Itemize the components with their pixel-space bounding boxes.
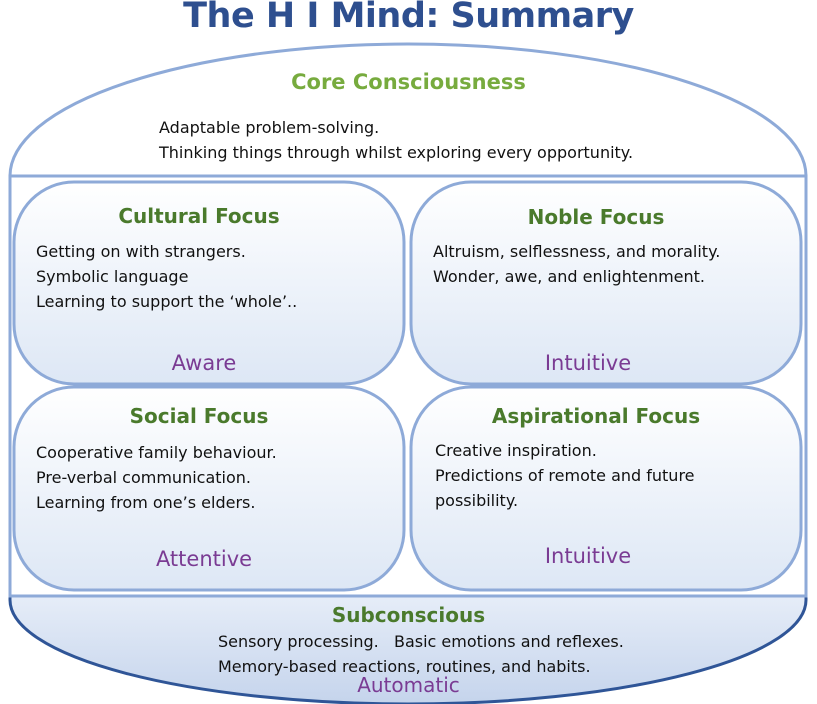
noble-focus-box xyxy=(409,180,803,386)
noble-line: Wonder, awe, and enlightenment. xyxy=(433,267,706,286)
aspirational-line: Predictions of remote and future xyxy=(435,466,695,485)
aspirational-line: Creative inspiration. xyxy=(435,441,597,460)
cultural-focus-heading: Cultural Focus xyxy=(118,204,280,228)
social-mode-label: Attentive xyxy=(155,547,253,571)
subconscious-text: Sensory processing. Basic emotions and r… xyxy=(218,629,624,679)
cultural-line: Learning to support the ‘whole’.. xyxy=(36,292,298,311)
aspirational-line: possibility. xyxy=(435,491,519,510)
subconscious-heading: Subconscious xyxy=(331,603,486,627)
noble-mode-label: Intuitive xyxy=(544,351,632,375)
aspirational-focus-text: Creative inspiration. Predictions of rem… xyxy=(435,438,695,513)
aspirational-mode-label: Intuitive xyxy=(544,544,632,568)
noble-focus-heading: Noble Focus xyxy=(527,205,665,229)
core-consciousness-text: Adaptable problem-solving. Thinking thin… xyxy=(159,115,633,165)
noble-focus-text: Altruism, selflessness, and morality. Wo… xyxy=(433,239,720,289)
social-line: Cooperative family behaviour. xyxy=(36,443,277,462)
cultural-mode-label: Aware xyxy=(171,351,237,375)
social-focus-text: Cooperative family behaviour. Pre-verbal… xyxy=(36,440,277,515)
core-consciousness-heading: Core Consciousness xyxy=(291,70,526,94)
cultural-line: Getting on with strangers. xyxy=(36,242,246,261)
social-line: Pre-verbal communication. xyxy=(36,468,251,487)
aspirational-focus-heading: Aspirational Focus xyxy=(491,404,701,428)
social-focus-box xyxy=(12,385,406,592)
social-focus-heading: Social Focus xyxy=(129,404,269,428)
core-dome xyxy=(8,42,808,178)
cultural-focus-text: Getting on with strangers. Symbolic lang… xyxy=(36,239,297,314)
subconscious-line: Memory-based reactions, routines, and ha… xyxy=(218,657,591,676)
social-line: Learning from one’s elders. xyxy=(36,493,256,512)
noble-line: Altruism, selflessness, and morality. xyxy=(433,242,721,261)
core-line: Adaptable problem-solving. xyxy=(159,118,380,137)
core-line: Thinking things through whilst exploring… xyxy=(159,143,634,162)
page-title: The H I Mind: Summary xyxy=(183,0,634,36)
subconscious-line: Sensory processing. Basic emotions and r… xyxy=(218,632,624,651)
cultural-line: Symbolic language xyxy=(36,267,189,286)
subconscious-mode-label: Automatic xyxy=(357,673,460,697)
cultural-focus-box xyxy=(12,180,406,386)
aspirational-focus-box xyxy=(409,385,803,592)
